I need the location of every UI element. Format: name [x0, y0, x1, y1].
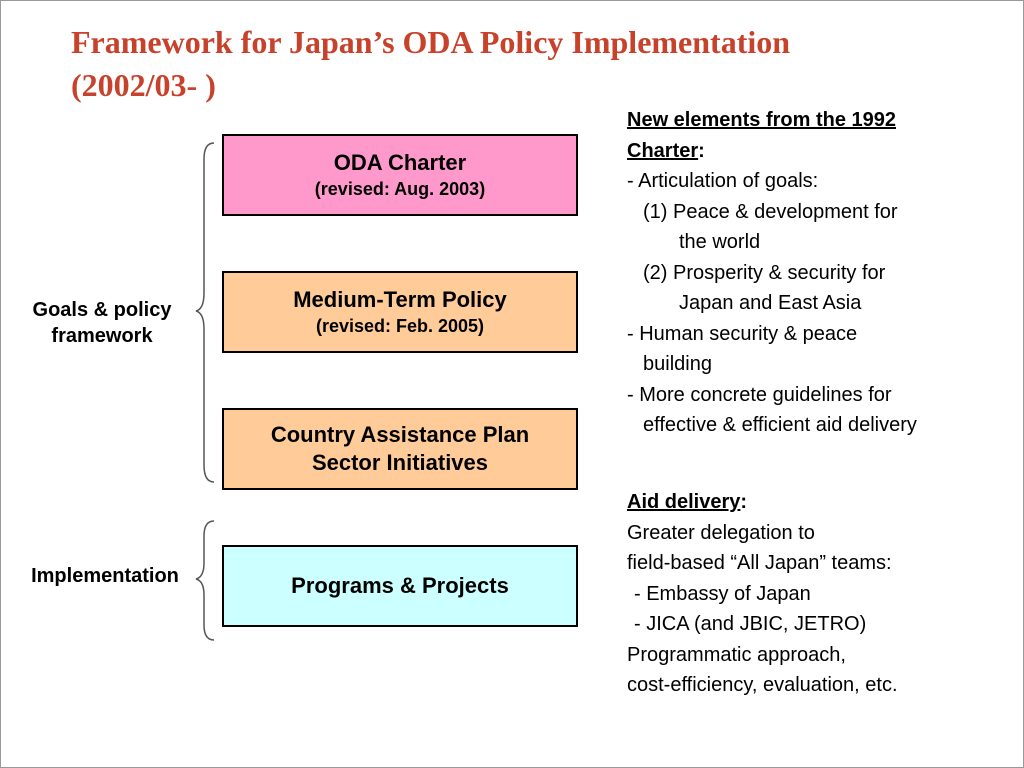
aid-delivery-colon: : [740, 491, 748, 513]
new-elements-line: effective & efficient aid delivery [643, 414, 917, 436]
new-elements-line: - Articulation of goals: [627, 170, 819, 192]
new-elements-line: (1) Peace & development for [643, 200, 898, 223]
country-assistance-plan-box: Country Assistance Plan Sector Initiativ… [222, 408, 578, 490]
brace-connectors [195, 142, 215, 641]
new-elements-line: building [643, 353, 712, 375]
new-elements-colon: : [698, 139, 705, 162]
medium-term-policy-box: Medium-Term Policy (revised: Feb. 2005) [222, 271, 578, 353]
programs-projects-title: Programs & Projects [291, 573, 509, 598]
sector-initiatives-title: Sector Initiatives [311, 450, 489, 475]
oda-charter-box: ODA Charter (revised: Aug. 2003) [222, 134, 578, 216]
slide-title: Framework for Japan’s ODA Policy Impleme… [71, 21, 971, 107]
implementation-brace [195, 520, 215, 641]
goals-label-line-2: framework [51, 325, 153, 347]
title-line-2: (2002/03- ) [71, 67, 216, 103]
new-elements-line: (2) Prosperity & security for [643, 261, 886, 284]
aid-delivery-line: Greater delegation to [627, 521, 815, 544]
aid-delivery-line: - Embassy of Japan [634, 582, 811, 605]
implementation-label: Implementation [31, 565, 179, 587]
new-elements-line: - Human security & peace [627, 322, 858, 345]
aid-delivery-line: cost-efficiency, evaluation, etc. [627, 674, 898, 696]
goals-label-line-1: Goals & policy [32, 299, 172, 321]
new-elements-line: - More concrete guidelines for [627, 383, 892, 406]
oda-charter-title: ODA Charter [333, 150, 467, 175]
aid-delivery-panel: Aid delivery: Greater delegation to fiel… [627, 487, 898, 701]
new-elements-line: Japan and East Asia [679, 292, 862, 314]
oda-charter-revision: (revised: Aug. 2003) [314, 179, 486, 199]
medium-term-policy-revision: (revised: Feb. 2005) [315, 316, 485, 336]
medium-term-policy-title: Medium-Term Policy [293, 287, 507, 312]
goals-policy-framework-label: Goals & policy framework [7, 297, 197, 349]
title-line-1: Framework for Japan’s ODA Policy Impleme… [71, 24, 791, 60]
new-elements-heading-1: New elements from the 1992 [627, 109, 896, 131]
new-elements-panel: New elements from the 1992 Charter: - Ar… [627, 105, 917, 441]
new-elements-line: the world [679, 231, 761, 253]
aid-delivery-heading: Aid delivery [627, 491, 741, 513]
aid-delivery-line: Programmatic approach, [627, 643, 846, 666]
programs-projects-box: Programs & Projects [222, 545, 578, 627]
goals-brace [195, 142, 215, 483]
country-assistance-plan-title: Country Assistance Plan [270, 422, 530, 447]
aid-delivery-line: field-based “All Japan” teams: [627, 552, 892, 574]
aid-delivery-line: - JICA (and JBIC, JETRO) [634, 613, 867, 635]
new-elements-heading-2: Charter [627, 139, 699, 162]
